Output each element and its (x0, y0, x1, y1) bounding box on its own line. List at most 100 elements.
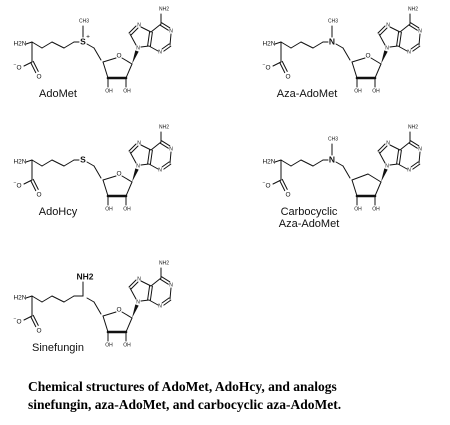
bond (51, 41, 65, 49)
bond (389, 26, 401, 33)
amine-bond (274, 159, 282, 163)
carboxylate-charge: − (14, 316, 17, 322)
hydroxyl-2: OH (105, 88, 113, 94)
bond (399, 141, 411, 151)
double-bond (147, 31, 151, 47)
bond (140, 26, 152, 33)
double-bond (149, 149, 153, 165)
adenine-n1: N (418, 28, 422, 34)
adenine-n9: N (136, 45, 140, 51)
compound-name-line-2: Aza-AdoMet (279, 218, 340, 230)
carbonyl-o: O (36, 192, 41, 199)
side-chain-amine: NH2 (76, 271, 93, 281)
adenine-n7: N (137, 22, 141, 28)
bond (93, 165, 102, 179)
adenine-amine: NH2 (159, 124, 169, 130)
adenine-n7: N (386, 140, 390, 146)
bond (41, 295, 53, 303)
hydroxyl-3: OH (123, 88, 131, 94)
sulfonium-charge: + (86, 34, 90, 41)
adenine-n9: N (136, 163, 140, 169)
adenine-n7: N (137, 276, 141, 282)
double-bond (379, 145, 388, 154)
bond (31, 295, 43, 303)
bond (150, 23, 162, 33)
bond (169, 33, 172, 46)
adenine-n3: N (158, 303, 162, 309)
caption-line-2: sinefungin, aza-AdoMet, and carbocyclic … (28, 397, 342, 412)
bond (290, 159, 302, 167)
adenine-n3: N (407, 167, 411, 173)
ring-oxygen: O (116, 171, 121, 178)
c5-bond (86, 161, 95, 167)
methyl-label: CH3 (79, 18, 89, 24)
ring-bond (125, 63, 133, 79)
adenine-n9: N (385, 163, 389, 169)
compound-name: Aza-AdoMet (277, 88, 338, 100)
compound-name: AdoMet (39, 88, 77, 100)
bond (121, 57, 133, 65)
bond (102, 311, 117, 317)
bond (367, 173, 382, 183)
bond (150, 277, 162, 287)
carbonyl-o: O (285, 74, 290, 81)
carboxylate-o-minus: O (265, 183, 270, 190)
adenine-n7: N (137, 140, 141, 146)
ring-bond (374, 181, 382, 197)
double-bond (161, 140, 171, 147)
c5-bond (335, 161, 344, 167)
double-bond (410, 140, 420, 147)
double-bond (396, 31, 400, 47)
double-bond (410, 22, 420, 29)
adenine-amine: NH2 (159, 6, 169, 12)
amine-bond (25, 295, 33, 299)
bond (121, 311, 133, 319)
adenine-n3: N (158, 49, 162, 55)
ring-bond (102, 61, 109, 79)
bond (140, 144, 152, 151)
double-bond (412, 45, 421, 52)
double-bond (149, 31, 153, 47)
bond (389, 45, 399, 48)
bond (102, 57, 117, 63)
bond (129, 287, 137, 300)
adenine-amine: NH2 (408, 124, 418, 130)
hydroxyl-2: OH (354, 88, 362, 94)
linker-atom-n: N (329, 36, 335, 46)
ring-bond (125, 181, 133, 197)
ring-bond (125, 317, 133, 333)
carbonyl-bond (281, 60, 288, 72)
bond (93, 301, 102, 315)
carbonyl-o: O (285, 192, 290, 199)
ring-bond (351, 179, 358, 197)
bond (63, 159, 75, 167)
double-bond (128, 143, 137, 152)
double-bond (161, 297, 170, 304)
double-bond (161, 43, 170, 50)
bond (31, 41, 43, 49)
double-bond (408, 24, 418, 31)
bond (351, 57, 366, 63)
bond (150, 141, 162, 151)
bond (290, 41, 302, 49)
double-bond (408, 142, 418, 149)
bond (312, 159, 324, 167)
bond (129, 33, 137, 46)
double-bond (149, 285, 153, 301)
carboxylate-charge: − (263, 180, 266, 186)
bond (300, 159, 314, 167)
bond (102, 175, 117, 181)
bond (140, 280, 152, 287)
amine-bond (25, 41, 33, 45)
carbonyl-bond (30, 180, 37, 192)
caption-line-1: Chemical structures of AdoMet, AdoHcy, a… (28, 379, 337, 394)
bond (300, 41, 314, 49)
bond (140, 163, 150, 166)
adenine-n1: N (169, 28, 173, 34)
bond (342, 165, 351, 179)
double-bond (398, 149, 402, 165)
bond (389, 144, 401, 151)
bond (63, 295, 75, 303)
